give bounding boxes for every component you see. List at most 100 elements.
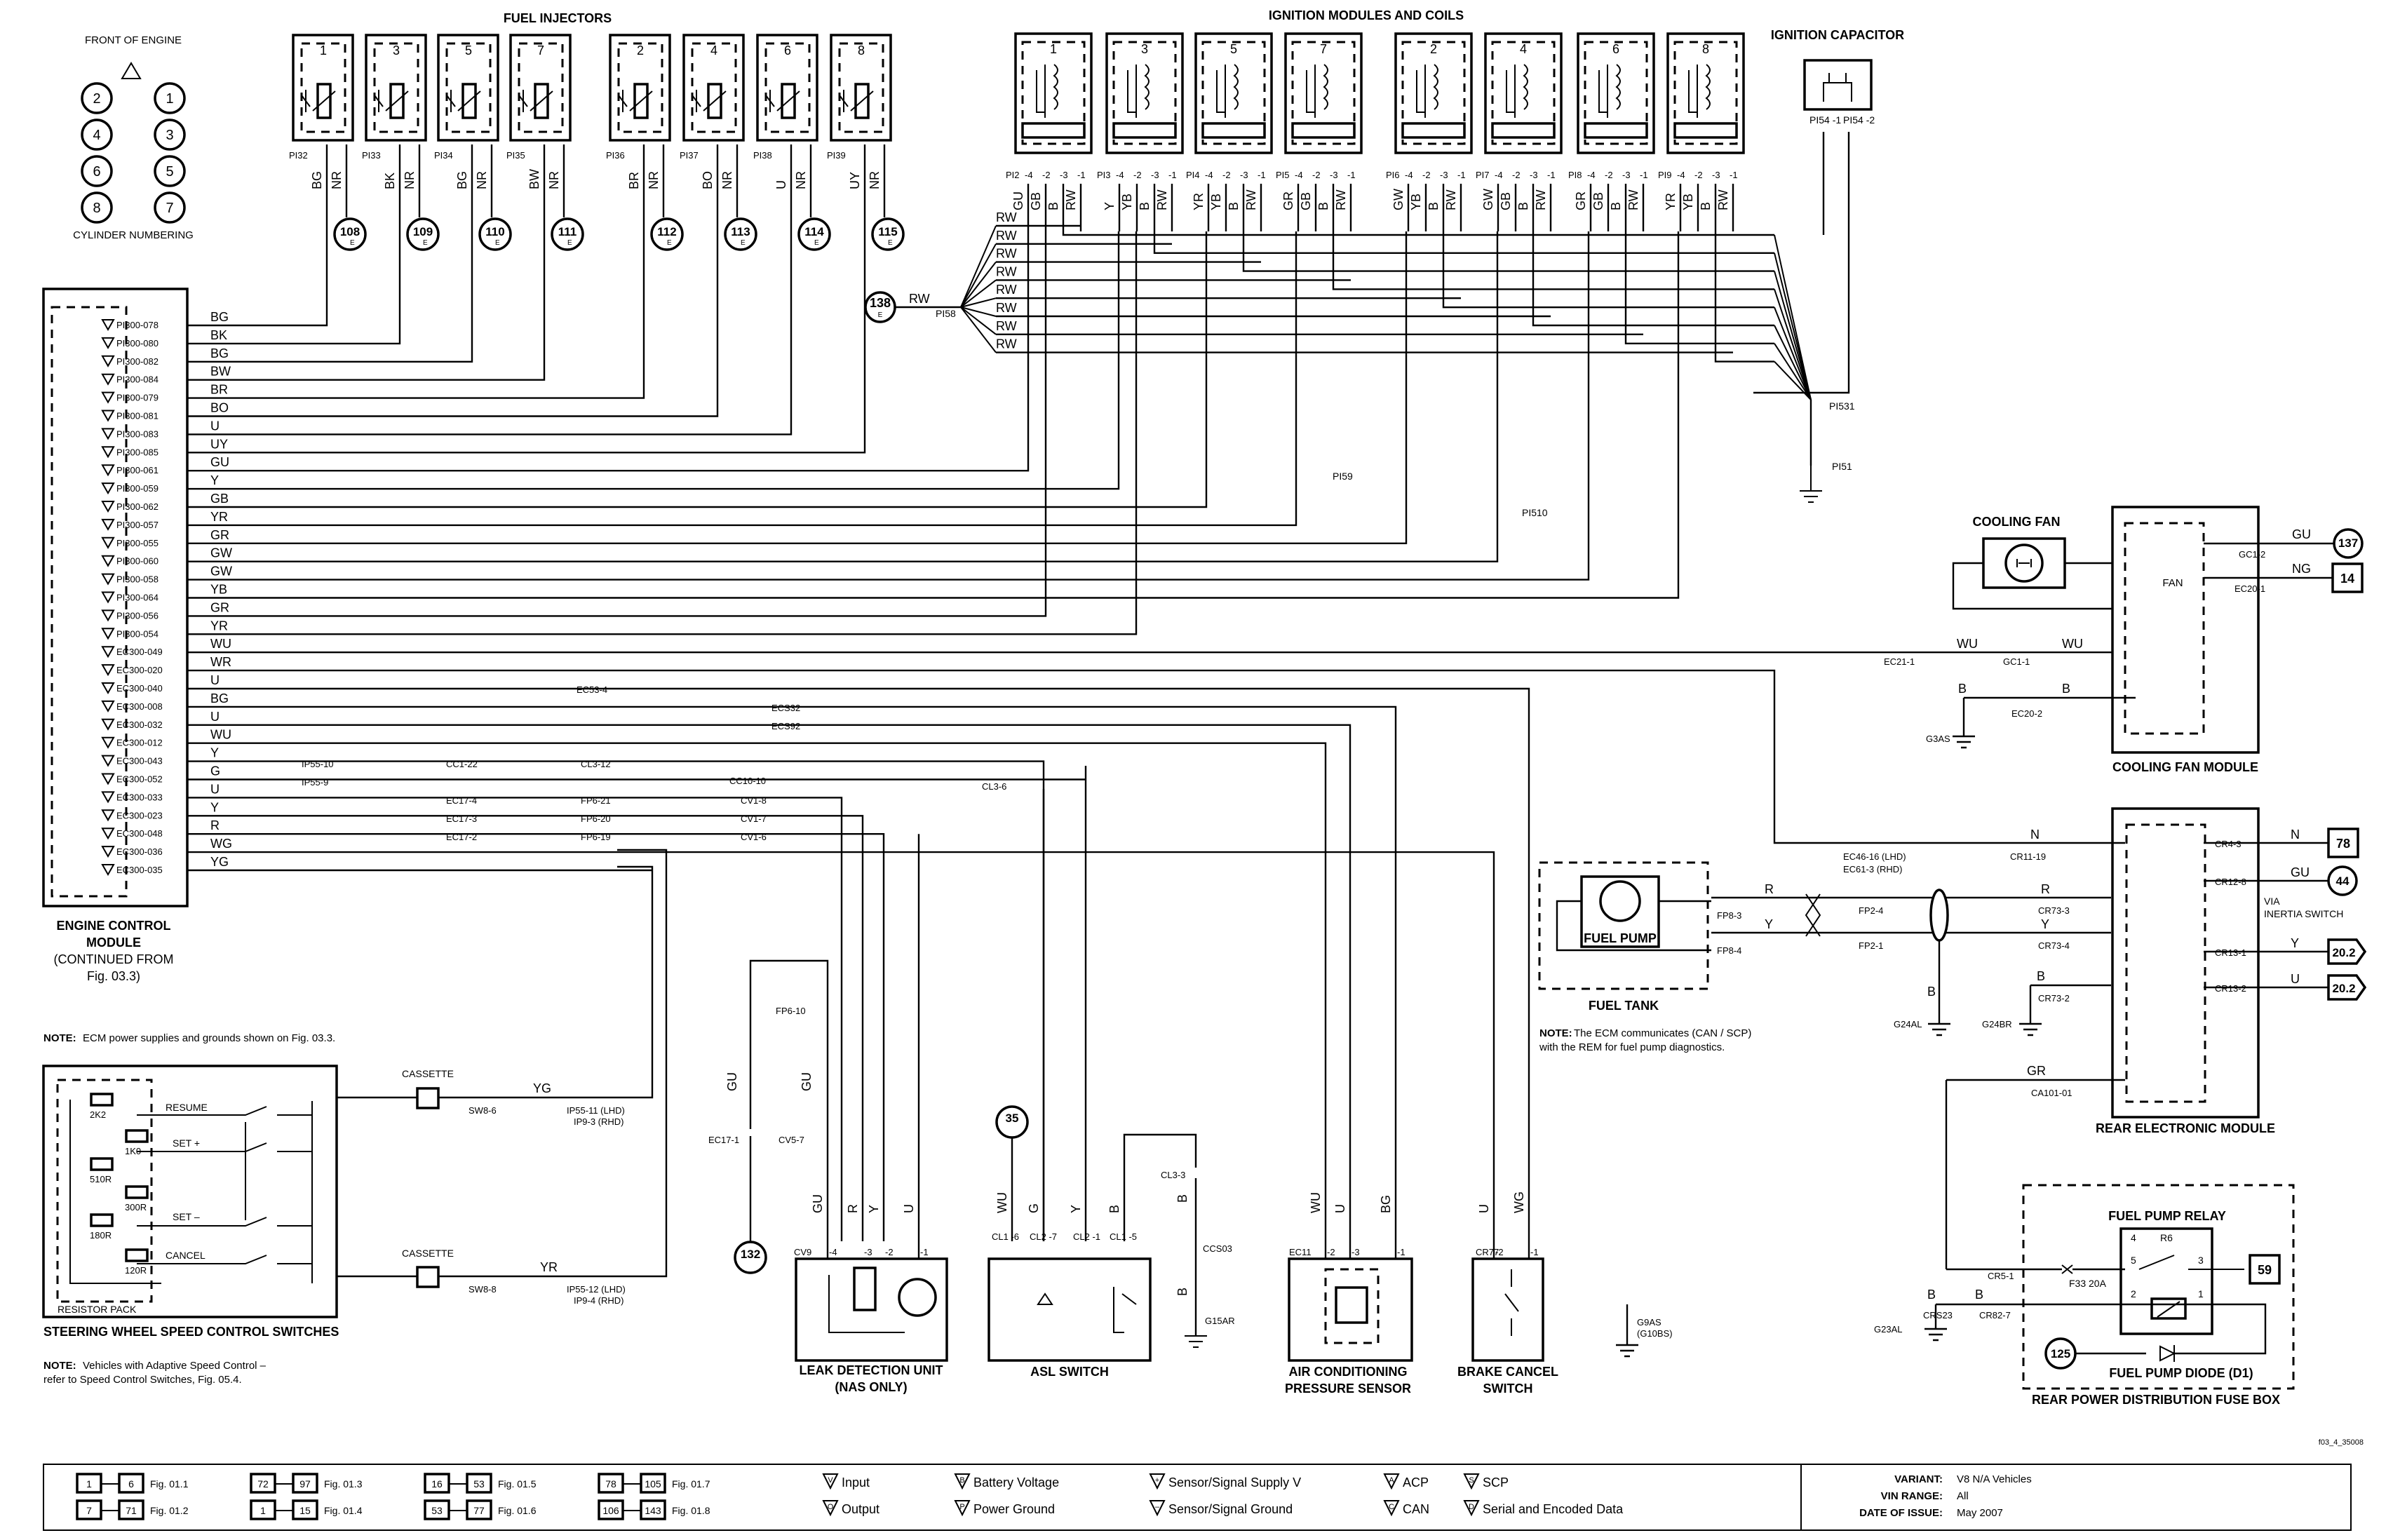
coil-pin-number: -1 [1457, 170, 1466, 180]
pin-direction-icon [101, 319, 115, 332]
coil-number: 3 [1141, 42, 1148, 56]
svg-text:Vehicles with Adaptive Speed C: Vehicles with Adaptive Speed Control – [83, 1360, 267, 1372]
ref-number: 109 [413, 225, 433, 238]
connector-label: FP6-19 [581, 832, 611, 842]
resistor-value: 120R [125, 1265, 147, 1276]
coil-pin-number: -3 [1712, 170, 1720, 180]
legend-symbol-icon [822, 1500, 839, 1517]
legend-label: SCP [1483, 1475, 1509, 1490]
coil-pin-number: -4 [1116, 170, 1124, 180]
coil-wire: B [1316, 202, 1330, 210]
brake-pin: -2 [1495, 1247, 1504, 1257]
resistor-icon [90, 1213, 114, 1227]
ecm-pin-label: PI300-056 [116, 610, 159, 621]
coil-pin: PI9 [1658, 170, 1672, 180]
svg-text:EC21-1: EC21-1 [1884, 656, 1915, 667]
svg-text:G3AS: G3AS [1926, 734, 1950, 744]
ecm-pin-label: EC300-008 [116, 701, 163, 712]
coil-pin-number: -1 [1347, 170, 1356, 180]
leak-wire: U [902, 1204, 916, 1213]
coil-pin-number: -1 [1640, 170, 1648, 180]
injector-wire: UY [848, 172, 862, 189]
svg-text:PI531: PI531 [1829, 400, 1855, 412]
connector-label: ECS32 [771, 703, 800, 713]
leak-pin: -4 [829, 1247, 837, 1257]
fuel-injectors-title: FUEL INJECTORS [504, 11, 612, 25]
svg-text:CR13-1: CR13-1 [2215, 947, 2246, 958]
ref-14: 14 [2340, 572, 2354, 586]
coil-number: 4 [1520, 42, 1527, 56]
fig-ref-label: Fig. 01.5 [498, 1478, 537, 1490]
injector-pin: PI39 [827, 150, 846, 161]
ac-pressure-sensor: AIR CONDITIONING PRESSURE SENSOR EC11 WU… [1285, 1192, 1413, 1396]
coil-wire: RW [1064, 189, 1078, 210]
fig-ref-label: Fig. 01.1 [150, 1478, 189, 1490]
ecm-pin-label: EC300-012 [116, 738, 163, 748]
svg-text:B: B [2062, 682, 2070, 696]
coil-pin: PI6 [1386, 170, 1400, 180]
leak-pin: -1 [920, 1247, 929, 1257]
ref-number: 111 [558, 225, 577, 238]
rw-wire: RW [996, 283, 1017, 297]
pin-direction-icon [101, 773, 115, 785]
coil-wire: RW [1244, 189, 1258, 210]
svg-text:(CONTINUED FROM: (CONTINUED FROM [54, 952, 174, 966]
ecm-wire-color: U [210, 419, 220, 433]
ecm-pin-label: PI300-079 [116, 393, 159, 403]
injector-pin: PI35 [506, 150, 525, 161]
rem-title: REAR ELECTRONIC MODULE [2096, 1121, 2275, 1135]
ref-138: 138 [870, 296, 891, 310]
ecm-pin-label: PI300-085 [116, 447, 159, 457]
fig-ref-b: 77 [473, 1505, 485, 1516]
svg-text:E: E [567, 239, 572, 247]
fig-ref-label: Fig. 01.2 [150, 1505, 189, 1516]
svg-text:B: B [1927, 1288, 1936, 1302]
fig-ref-b: 15 [299, 1505, 311, 1516]
svg-text:Y: Y [2291, 936, 2299, 950]
fig-ref-b: 97 [299, 1478, 311, 1490]
pin-direction-icon [101, 464, 115, 477]
legend-label: CAN [1403, 1502, 1429, 1516]
svg-text:CR13-2: CR13-2 [2215, 983, 2246, 994]
pin-direction-icon [101, 355, 115, 367]
coil-wire: YB [1209, 194, 1223, 210]
svg-text:E: E [878, 311, 883, 319]
legend-symbol-icon [954, 1473, 971, 1490]
asl-switch: ASL SWITCH 35 CL1 -6 CL2 -7 CL2 -1 CL1 -… [987, 766, 1235, 1379]
injector-pin: PI32 [289, 150, 308, 161]
svg-text:E: E [495, 239, 500, 247]
legend-symbol-icon [1149, 1473, 1166, 1490]
leak-pin: -2 [885, 1247, 894, 1257]
svg-text:CR73-4: CR73-4 [2038, 940, 2070, 951]
fig-ref-b: 105 [645, 1478, 661, 1490]
svg-text:C: C [1389, 1503, 1394, 1511]
svg-text:RW: RW [909, 292, 930, 306]
svg-text:FP8-3: FP8-3 [1717, 910, 1741, 921]
fig-ref-label: Fig. 01.4 [324, 1505, 363, 1516]
svg-text:VIA: VIA [2264, 896, 2280, 907]
ecm-wire-color: BG [210, 310, 229, 324]
coil-pin-number: -2 [1042, 170, 1051, 180]
brake-wire: WG [1512, 1191, 1526, 1213]
asl-switch-title: ASL SWITCH [1030, 1365, 1109, 1379]
cylinder-number: 8 [93, 201, 100, 216]
svg-text:CL2 -1: CL2 -1 [1073, 1231, 1100, 1242]
ref-number: 114 [804, 225, 824, 238]
legend-label: Input [842, 1475, 870, 1490]
legend-label: ACP [1403, 1475, 1429, 1490]
ecm-pin-label: PI300-059 [116, 483, 159, 494]
resistor-value: 180R [90, 1230, 112, 1241]
svg-text:FP8-4: FP8-4 [1717, 945, 1741, 956]
legend-label: Sensor/Signal Ground [1168, 1502, 1293, 1516]
svg-text:YR: YR [540, 1260, 558, 1274]
svg-text:CL1 -6: CL1 -6 [992, 1231, 1019, 1242]
asl-wire: B [1107, 1205, 1121, 1213]
pin-direction-icon [101, 718, 115, 731]
svg-text:E: E [888, 239, 893, 247]
ecm-wire-color: YB [210, 583, 227, 597]
svg-text:(NAS ONLY): (NAS ONLY) [835, 1380, 907, 1394]
svg-text:G24AL: G24AL [1894, 1019, 1922, 1029]
injector-pin: PI37 [680, 150, 699, 161]
svg-text:FP2-1: FP2-1 [1859, 940, 1883, 951]
front-of-engine-label: FRONT OF ENGINE [85, 34, 182, 46]
